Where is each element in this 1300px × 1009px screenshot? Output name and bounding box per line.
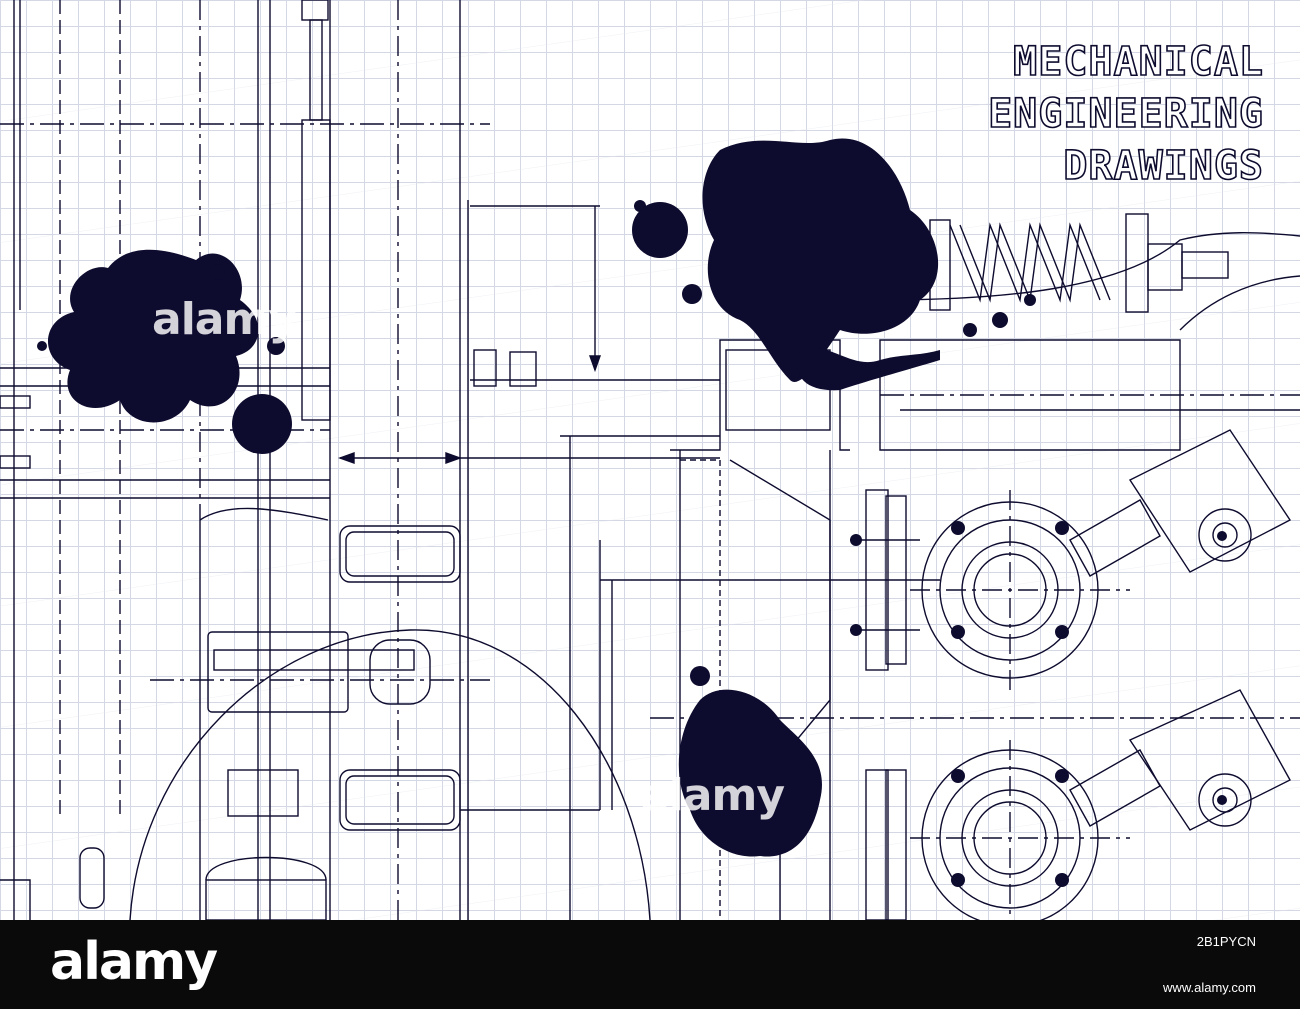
watermark-bottom: alamy bbox=[640, 770, 785, 821]
blueprint-lines bbox=[0, 0, 1300, 920]
blueprint-drawing: alamy alamy MECHANICAL ENGINEERING DRAWI… bbox=[0, 0, 1300, 920]
image-id: 2B1PYCN bbox=[1196, 934, 1256, 949]
stock-footer-bar: alamy 2B1PYCN www.alamy.com bbox=[0, 920, 1300, 1009]
footer-url[interactable]: www.alamy.com bbox=[1163, 980, 1256, 995]
title-line-3: DRAWINGS bbox=[1063, 142, 1264, 190]
alamy-logo: alamy bbox=[50, 932, 218, 992]
watermark-left: alamy bbox=[152, 294, 297, 345]
title-line-2: ENGINEERING bbox=[987, 90, 1264, 138]
title-block: MECHANICAL ENGINEERING DRAWINGS bbox=[987, 36, 1264, 192]
title-line-1: MECHANICAL bbox=[1012, 38, 1264, 86]
